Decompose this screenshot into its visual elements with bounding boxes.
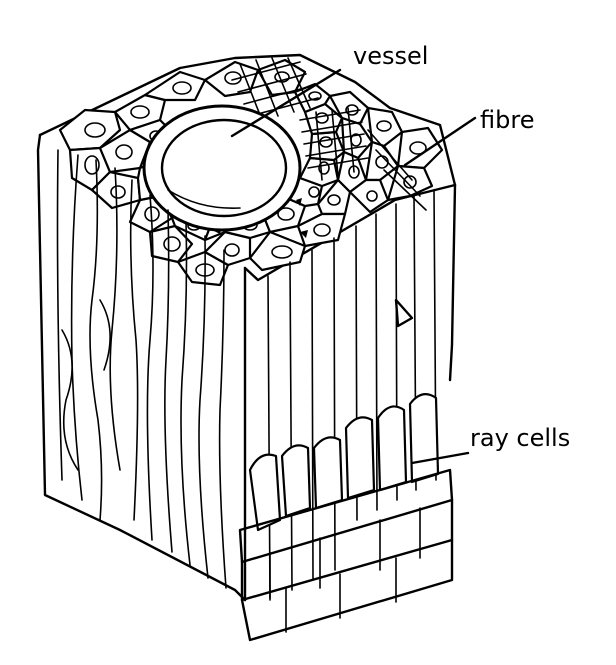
ray-cells-label: ray cells bbox=[470, 426, 570, 450]
fibre-label: fibre bbox=[480, 108, 534, 132]
ray-cells bbox=[240, 394, 452, 640]
vessel-label: vessel bbox=[353, 44, 428, 68]
